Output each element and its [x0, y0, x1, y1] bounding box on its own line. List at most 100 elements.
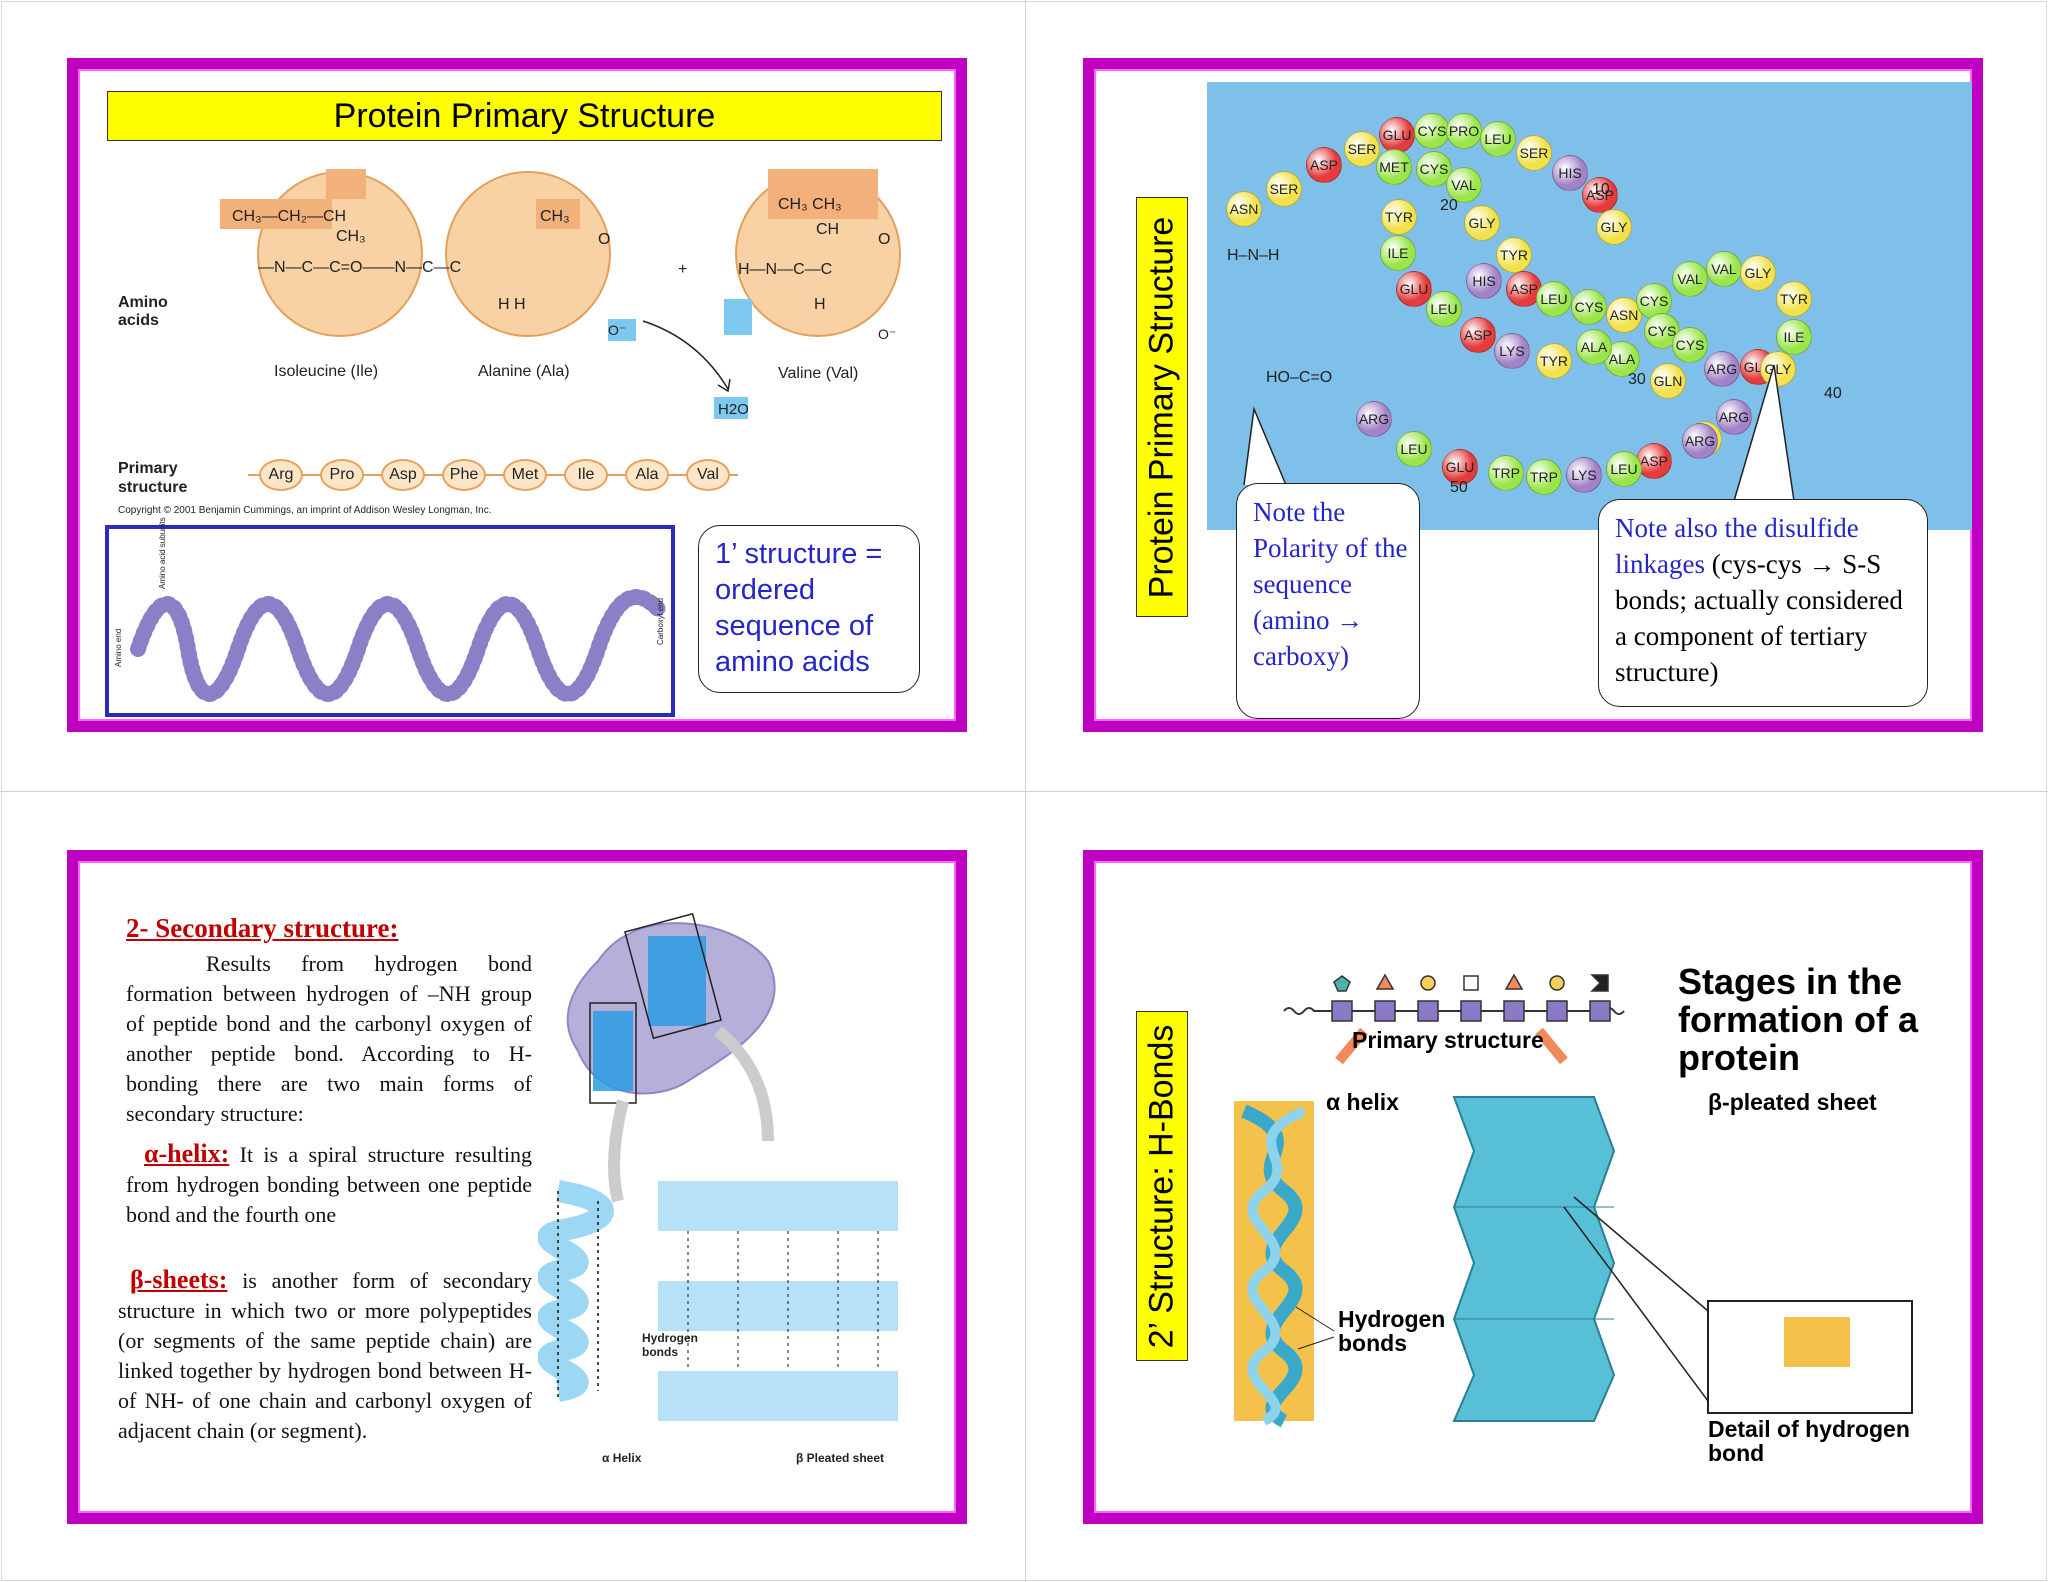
residue-bead: GLY — [1596, 209, 1632, 245]
residue-bead: LEU — [1426, 291, 1462, 327]
residue-bead: GLN — [1650, 363, 1686, 399]
residue-bead: VAL — [1706, 251, 1742, 287]
subunits-label: Amino acid subunits — [158, 517, 167, 589]
residue-bead: GLU — [1396, 271, 1432, 307]
callout-text: 1’ structure = ordered sequence of amino… — [715, 538, 883, 678]
alpha-helix-model — [538, 1180, 614, 1402]
residue-bead: ARG — [1682, 423, 1718, 459]
beta-pleated-sheet-model — [658, 1181, 898, 1421]
residue-bead: SER — [1344, 131, 1380, 167]
primary-structure-label: Primary structure — [118, 460, 188, 496]
protein-formation-figure — [1234, 973, 1913, 1428]
residue-bead: TYR — [1381, 199, 1417, 235]
hydrogen-bonds-caption: Hydrogen bonds — [1338, 1306, 1446, 1356]
callout-pointers — [1243, 364, 1795, 502]
copyright-note: Copyright © 2001 Benjamin Cummings, an i… — [118, 505, 492, 516]
vertical-slide-title: 2’ Structure: H-Bonds — [1136, 1011, 1188, 1361]
residue-bead: VAL — [1672, 261, 1708, 297]
chain-residue: Arg — [259, 459, 303, 491]
residue-bead: ASN — [1226, 191, 1262, 227]
residue-name-isoleucine: Isoleucine (Ile) — [274, 363, 379, 380]
residue-bead: TRP — [1526, 459, 1562, 495]
residue-bead: SER — [1516, 135, 1552, 171]
residue-bead: SER — [1266, 171, 1302, 207]
residue-bead: HIS — [1466, 263, 1502, 299]
residue-name-valine: Valine (Val) — [778, 365, 859, 382]
residue-bead: ARG — [1704, 351, 1740, 387]
chain-residue: Asp — [381, 459, 425, 491]
svg-text:H: H — [814, 296, 826, 313]
chain-residue: Ile — [564, 459, 608, 491]
residue-bead: ASP — [1506, 271, 1542, 307]
residue-bead: GLY — [1740, 255, 1776, 291]
svg-text:CH₃: CH₃ — [540, 208, 570, 225]
beta-sheet-paragraph: β-sheets: is another form of secondary s… — [118, 1265, 533, 1443]
chain-residue: Pro — [320, 459, 364, 491]
secondary-structure-figure — [538, 912, 898, 1421]
amino-acid-figure: CH₃ CH₃—CH₂—CH —N—C—C=O——N—C—C CH₃ H H C… — [105, 169, 901, 717]
residue-bead: ARG — [1716, 399, 1752, 435]
residue-bead: ASP — [1460, 317, 1496, 353]
intro-paragraph: Results from hydrogen bond formation bet… — [126, 951, 532, 1126]
residue-bead: LYS — [1494, 333, 1530, 369]
h-plus-highlight — [724, 299, 752, 335]
slide-protein-primary-structure: Protein Primary Structure CH₃ CH₃—CH₂—CH… — [67, 58, 967, 732]
carboxyl-end-label: Carboxyl end — [656, 597, 665, 645]
residue-bead: ARG — [1356, 401, 1392, 437]
chain-residue: Met — [503, 459, 547, 491]
residue-name-alanine: Alanine (Ala) — [478, 363, 570, 380]
svg-text:O⁻: O⁻ — [878, 326, 896, 342]
hydrogen-bonds-label: Hydrogen bonds — [642, 1331, 699, 1359]
alanine-sphere — [445, 171, 611, 337]
residue-bead: GLY — [1760, 351, 1796, 387]
residue-bead: TYR — [1536, 343, 1572, 379]
svg-text:O: O — [878, 231, 890, 248]
residue-bead: TRP — [1488, 455, 1524, 491]
amino-end-label: Amino end — [114, 628, 123, 667]
residue-bead: CYS — [1636, 283, 1672, 319]
disulfide-callout: Note also the disulfide linkages (cys-cy… — [1598, 499, 1928, 707]
residue-bead: ALA — [1604, 341, 1640, 377]
amino-acids-label: Amino acids — [118, 294, 168, 329]
residue-number: 40 — [1824, 385, 1842, 402]
residue-bead: ILE — [1380, 235, 1416, 271]
pleated-sheet — [1452, 1096, 1616, 1422]
residue-bead: GLU — [1442, 449, 1478, 485]
svg-text:H—N—C—C: H—N—C—C — [738, 261, 832, 278]
residue-number: 50 — [1450, 479, 1468, 496]
residue-bead: TYR — [1776, 281, 1812, 317]
residue-bead: GLY — [1464, 205, 1500, 241]
chain-residue: Phe — [442, 459, 486, 491]
residue-bead: LEU — [1536, 281, 1572, 317]
alpha-helix-paragraph: α-helix: It is a spiral structure result… — [126, 1139, 533, 1227]
ribbon-frame — [105, 525, 675, 717]
section-heading: 2- Secondary structure: — [126, 913, 399, 943]
svg-text:CH: CH — [816, 221, 839, 238]
svg-text:O: O — [598, 231, 610, 248]
residue-bead: LEU — [1396, 431, 1432, 467]
amino-terminus: H–N–H — [1227, 247, 1280, 264]
svg-text:CH₃—CH₂—CH: CH₃—CH₂—CH — [232, 208, 346, 225]
chain-residue: Ala — [625, 459, 669, 491]
residue-bead: CYS — [1414, 113, 1450, 149]
residue-bead: ALA — [1576, 329, 1612, 365]
amino-acid-ribbon — [130, 589, 666, 702]
detail-caption: Detail of hydrogen bond — [1708, 1416, 1910, 1466]
residue-bead: ASP — [1636, 443, 1672, 479]
svg-text:H H: H H — [498, 296, 526, 313]
residue-bead: GLU — [1379, 117, 1415, 153]
svg-text:CH₃: CH₃ — [336, 228, 366, 245]
alpha-helix-label: α Helix — [602, 1451, 642, 1465]
slide-2-structure-h-bonds: 2’ Structure: H-Bonds Stages in the form… — [1083, 850, 1983, 1524]
svg-text:CH₃ CH₃: CH₃ CH₃ — [778, 196, 842, 213]
residue-bead: LEU — [1480, 121, 1516, 157]
residue-number: 30 — [1628, 371, 1646, 388]
residue-bead: VAL — [1446, 167, 1482, 203]
polarity-callout: Note the Polarity of the sequence (amino… — [1236, 483, 1420, 719]
slide-title: Protein Primary Structure — [107, 91, 942, 141]
slide-secondary-structure: 2- Secondary structure: Results from hyd… — [67, 850, 967, 1524]
residue-bead: MET — [1376, 149, 1412, 185]
stages-title: Stages in the formation of a protein — [1678, 961, 1918, 1078]
residue-bead: ILE — [1776, 319, 1812, 355]
carboxyl-terminus: HO–C=O — [1266, 369, 1333, 386]
